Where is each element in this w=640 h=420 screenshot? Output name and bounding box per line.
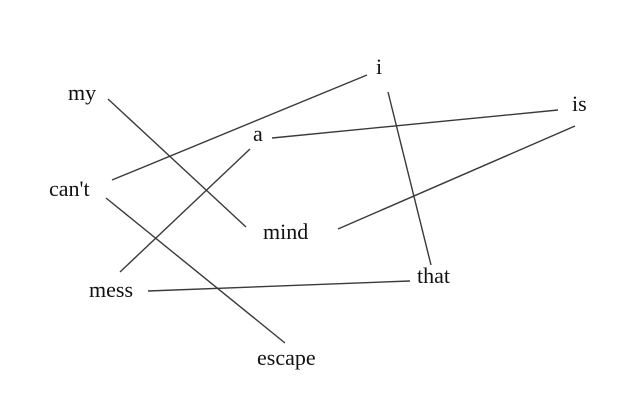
line-mind-to-is [337,125,576,230]
word-labels: my i is a can't mind mess that escape [49,54,587,370]
word-mess: mess [89,277,133,302]
line-cant-to-escape [105,197,286,344]
connection-lines [105,74,576,344]
line-i-to-that [387,91,432,266]
word-escape: escape [257,345,316,370]
word-a: a [253,121,263,146]
line-cant-to-i [111,74,368,181]
word-that: that [417,263,450,288]
word-mind: mind [263,219,308,244]
word-cant: can't [49,176,90,201]
line-mess-to-that [147,280,411,292]
word-my: my [68,80,96,105]
line-a-to-mess [119,148,251,273]
word-is: is [572,91,587,116]
line-a-to-is [271,109,559,139]
word-i: i [376,54,382,79]
line-my-to-mind [107,98,247,228]
